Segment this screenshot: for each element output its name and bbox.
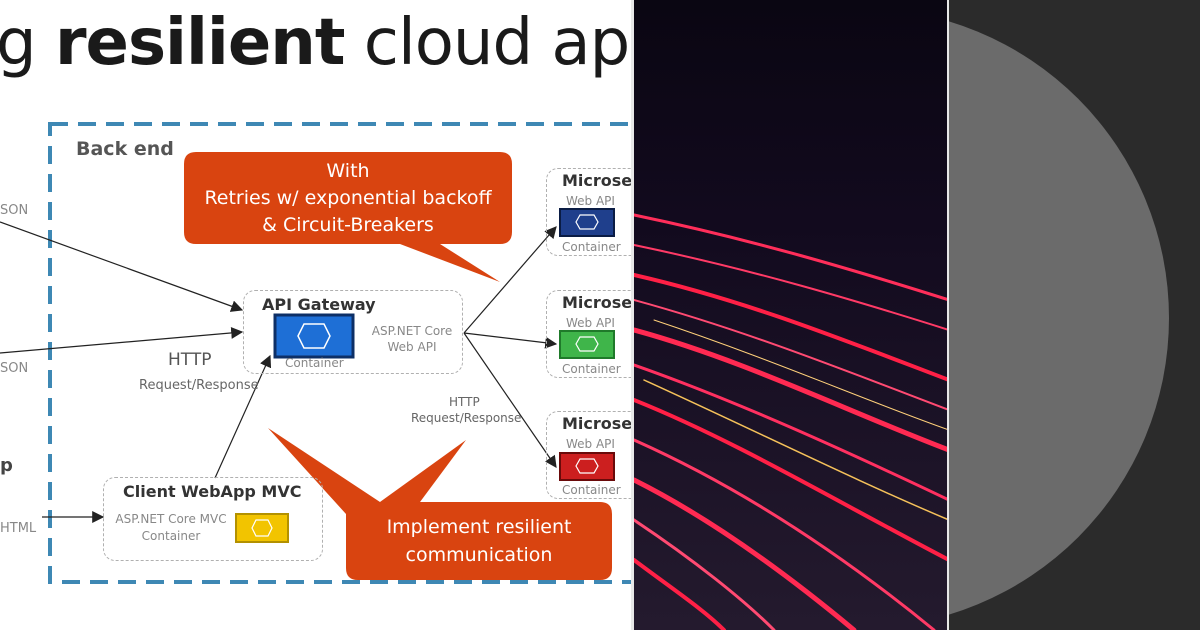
callout-bottom-text: Implement resilient communication [346, 513, 612, 569]
api-gateway-line1: ASP.NET Core [371, 324, 453, 338]
label-json-2: SON [0, 361, 29, 376]
microservice-sub-1: Web API [566, 194, 615, 208]
label-html: HTML [0, 521, 37, 536]
microservice-title-3: Microse [562, 414, 633, 433]
label-p: p [0, 455, 13, 476]
client-webapp-line1: ASP.NET Core MVC [115, 512, 227, 526]
microservice-title-1: Microse [562, 171, 633, 190]
arrow-gateway-to-ms3 [463, 332, 557, 468]
diagram-panel: g resilient cloud applic Back end With R… [0, 6, 634, 584]
gray-disc [949, 21, 1169, 615]
light-trails-photo [634, 0, 949, 630]
callout-top-line1: With [326, 160, 370, 182]
api-gateway-box [243, 290, 463, 374]
gray-disc-panel [949, 0, 1200, 630]
title-suffix: cloud applic [363, 6, 634, 80]
microservice-box-1 [546, 168, 634, 256]
disc-canvas [949, 21, 1169, 615]
client-hex-icon [251, 519, 273, 537]
arrow-gateway-to-ms1 [463, 226, 557, 334]
callout-top-line2: Retries w/ exponential backoff [204, 187, 492, 209]
arrow-client-to-gateway [214, 354, 272, 479]
separator-1 [631, 0, 634, 630]
backend-border [48, 122, 634, 584]
title-bold: resilient [54, 6, 345, 80]
api-gateway-line2: Web API [387, 340, 437, 354]
ms1-hex-icon [575, 214, 599, 230]
microservice-sub-3: Web API [566, 437, 615, 451]
arrow-json-to-gateway [0, 221, 244, 312]
microservice-container-3: Container [562, 483, 621, 497]
callout-top-shape [184, 152, 512, 282]
api-gateway-title: API Gateway [262, 295, 376, 314]
label-req-resp: Request/Response [139, 378, 259, 393]
api-gateway-container: Container [285, 356, 344, 370]
label-http: HTTP [168, 350, 212, 370]
microservice-title-2: Microse [562, 293, 633, 312]
label-req-resp-2: Request/Response [411, 411, 522, 425]
microservice-box-3 [546, 411, 634, 499]
diagram-lines [0, 122, 634, 584]
page-title: g resilient cloud applic [0, 6, 634, 80]
client-webapp-line2: Container [141, 529, 201, 543]
microservice-box-2 [546, 290, 634, 378]
microservice-container-1: Container [562, 240, 621, 254]
gateway-hex-icon [297, 323, 331, 349]
arrow-json2-to-gateway [0, 326, 244, 354]
microservice-container-2: Container [562, 362, 621, 376]
callout-bottom-shape [268, 428, 612, 580]
label-http-2: HTTP [449, 395, 480, 409]
arrow-gateway-to-ms2 [463, 332, 558, 349]
backend-label: Back end [76, 138, 174, 160]
title-prefix: g [0, 6, 55, 80]
photo-canvas [634, 0, 949, 630]
ms2-hex-icon [575, 336, 599, 352]
client-webapp-box [103, 477, 323, 561]
callout-bottom-line1: Implement resilient [386, 516, 572, 538]
client-webapp-title: Client WebApp MVC [123, 482, 302, 501]
callout-top-line3: & Circuit-Breakers [262, 214, 434, 236]
callout-bottom-line2: communication [405, 544, 553, 566]
callout-top-text: With Retries w/ exponential backoff & Ci… [184, 158, 512, 239]
label-json-1: SON [0, 203, 29, 218]
microservice-sub-2: Web API [566, 316, 615, 330]
ms3-hex-icon [575, 458, 599, 474]
